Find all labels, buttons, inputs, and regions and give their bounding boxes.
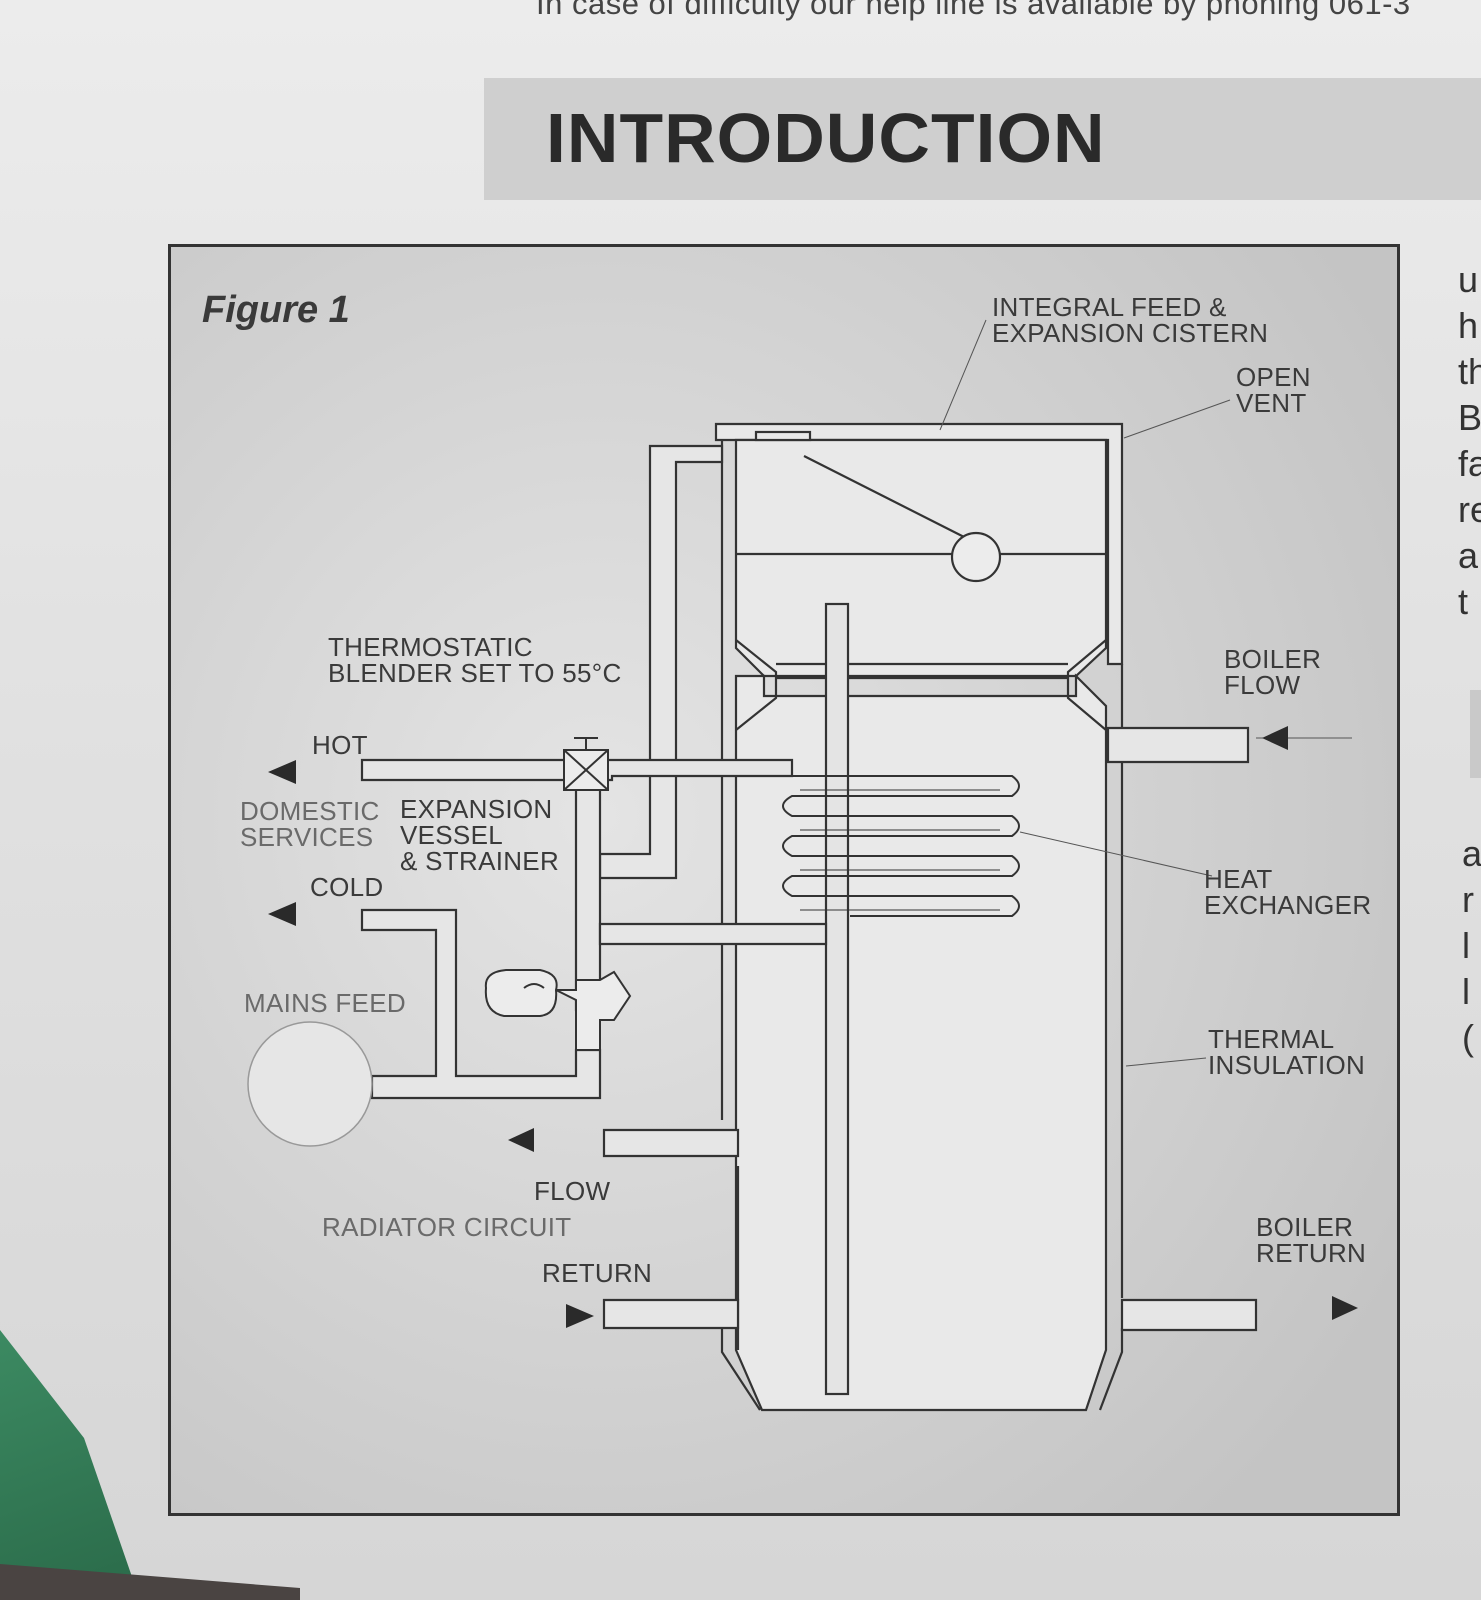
thermal-insulation-label-line1: THERMAL xyxy=(1208,1024,1334,1054)
side-fragment: t xyxy=(1458,581,1469,622)
side-fragment: fa xyxy=(1458,443,1481,484)
side-fragment: ( xyxy=(1462,1017,1474,1058)
cistern-label-line2: EXPANSION CISTERN xyxy=(992,318,1268,348)
domestic-services-label-line1: DOMESTIC xyxy=(240,796,380,826)
vent-pipework xyxy=(598,444,724,880)
feed-expansion-cistern xyxy=(714,422,1124,678)
radiator-circuit-label: RADIATOR CIRCUIT xyxy=(322,1212,571,1242)
radiator-flow-arrow xyxy=(508,1128,534,1152)
cistern-label-line1: INTEGRAL FEED & xyxy=(992,292,1227,322)
boiler-flow-label-line1: BOILER xyxy=(1224,644,1321,674)
boiler-return-arrow xyxy=(1332,1296,1358,1320)
heat-exchanger-coil xyxy=(782,775,1020,917)
hot-label: HOT xyxy=(312,730,368,760)
side-fragment: th xyxy=(1458,351,1481,392)
side-fragment: B xyxy=(1458,397,1481,438)
boiler-pipework xyxy=(1106,726,1258,1332)
expansion-label-line2: VESSEL xyxy=(400,820,503,850)
side-fragment: h xyxy=(1458,305,1479,346)
side-shaded-block xyxy=(1470,690,1481,778)
boiler-return-label-line2: RETURN xyxy=(1256,1238,1366,1268)
section-heading: INTRODUCTION xyxy=(546,99,1106,177)
domestic-services-label-line2: SERVICES xyxy=(240,822,373,852)
thermal-insulation-label-line2: INSULATION xyxy=(1208,1050,1365,1080)
mains-feed-tank xyxy=(247,1021,373,1147)
heat-exchanger-label-line2: EXCHANGER xyxy=(1204,890,1371,920)
hot-water-cylinder xyxy=(720,440,1124,1412)
open-vent-label-line1: OPEN xyxy=(1236,362,1311,392)
open-vent-label-line2: VENT xyxy=(1236,388,1307,418)
side-fragment: l xyxy=(1462,925,1470,966)
side-fragment: l xyxy=(1462,971,1470,1012)
boiler-return-label-line1: BOILER xyxy=(1256,1212,1353,1242)
boiler-flow-arrow xyxy=(1262,726,1288,750)
helpline-text: In case of difficulty our help line is a… xyxy=(536,0,1411,21)
expansion-label-line3: & STRAINER xyxy=(400,846,559,876)
radiator-return-arrow xyxy=(566,1304,594,1328)
boiler-flow-label-line2: FLOW xyxy=(1224,670,1300,700)
side-fragment: re xyxy=(1458,489,1481,530)
blender-label-line1: THERMOSTATIC xyxy=(328,632,533,662)
heat-exchanger-label-line1: HEAT xyxy=(1204,864,1273,894)
cold-pipework xyxy=(360,908,602,1100)
side-fragment: a xyxy=(1458,535,1479,576)
section-heading-band xyxy=(484,78,1481,200)
mains-feed-label: MAINS FEED xyxy=(244,988,406,1018)
side-fragment: u xyxy=(1458,259,1479,300)
cold-outlet-arrow xyxy=(268,902,296,926)
blender-label-line2: BLENDER SET TO 55°C xyxy=(328,658,622,688)
expansion-label-line1: EXPANSION xyxy=(400,794,552,824)
expansion-vessel xyxy=(484,969,632,1051)
cold-label: COLD xyxy=(310,872,383,902)
side-fragment: r xyxy=(1462,879,1474,920)
radiator-pipework xyxy=(602,1128,740,1330)
figure-title: Figure 1 xyxy=(202,289,350,331)
hot-outlet-arrow xyxy=(268,760,296,784)
return-label: RETURN xyxy=(542,1258,652,1288)
thermostatic-blender-valve xyxy=(563,737,609,791)
side-fragment: a xyxy=(1462,833,1481,874)
flow-label: FLOW xyxy=(534,1176,610,1206)
